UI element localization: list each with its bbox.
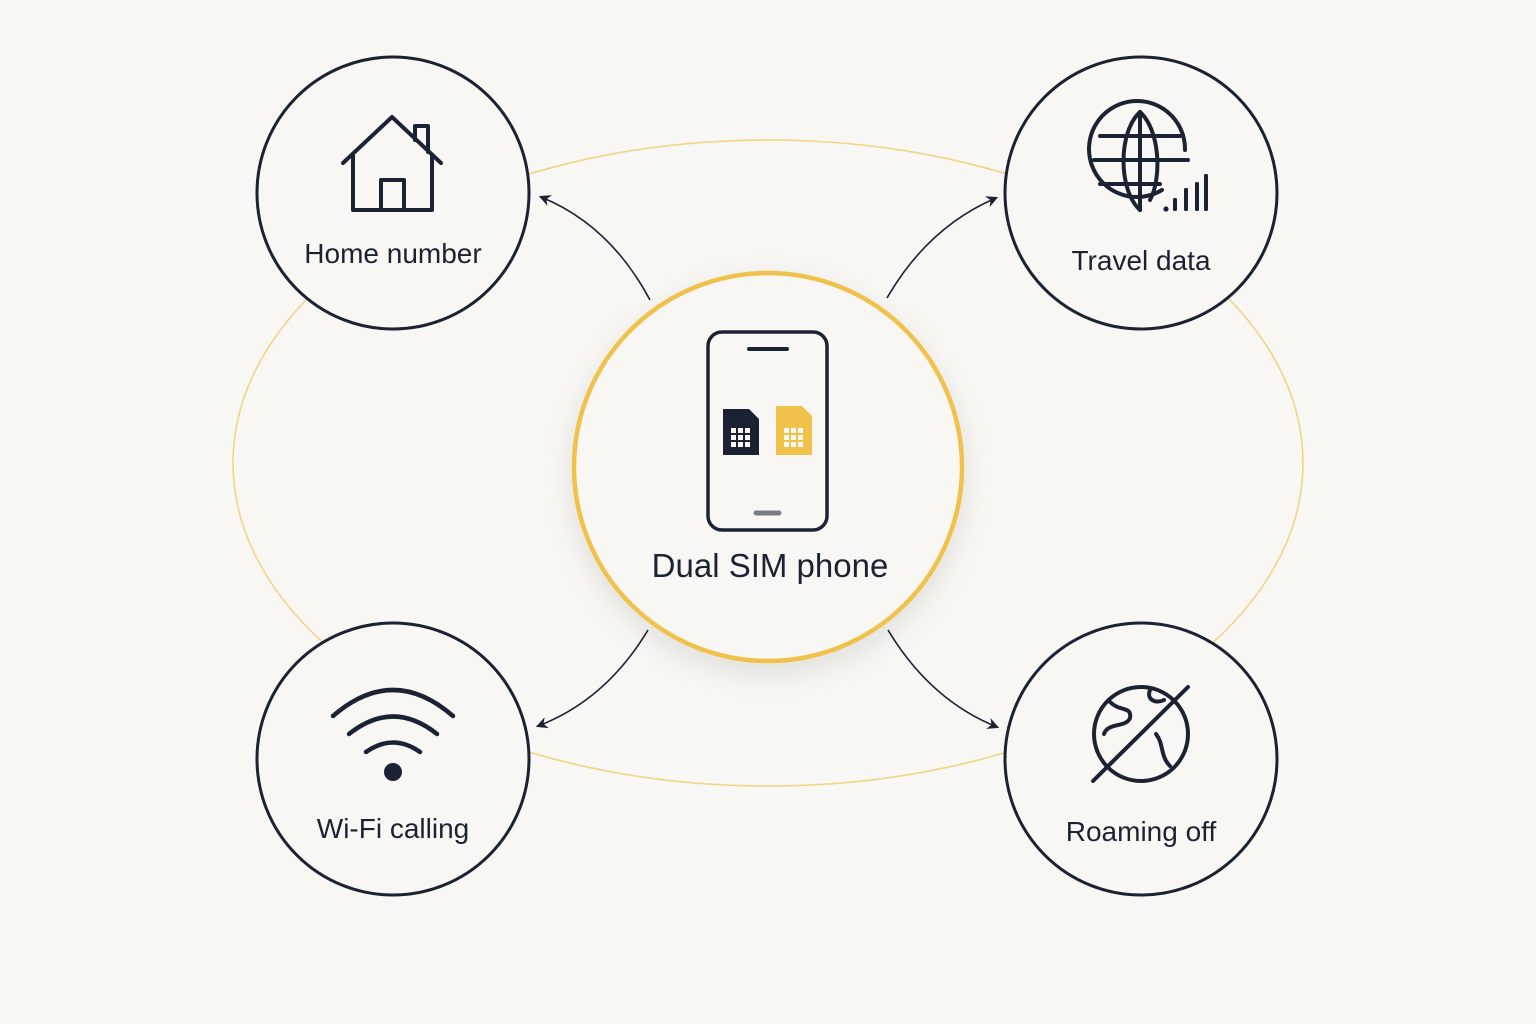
center-node: Dual SIM phone (571, 270, 965, 664)
node-home-circle (255, 55, 531, 331)
node-wifi-label: Wi-Fi calling (317, 813, 469, 844)
connectors (535, 195, 1000, 729)
sim-card-yellow-icon (776, 406, 812, 455)
node-roaming-circle (1003, 621, 1279, 897)
node-home-number: Home number (255, 55, 531, 331)
sim-card-dark-icon (723, 409, 759, 455)
arrow-to-wifi (535, 629, 649, 729)
globe-signal-icon (1087, 99, 1208, 212)
node-home-label: Home number (304, 238, 481, 269)
house-icon (341, 115, 443, 212)
phone-icon (706, 330, 829, 532)
globe-crossed-icon (1091, 685, 1190, 783)
node-wifi-calling: Wi-Fi calling (255, 621, 531, 897)
arrow-to-travel (886, 196, 999, 299)
arrow-to-home (538, 195, 651, 301)
arrow-to-roaming (887, 629, 1000, 729)
orbit-ring (232, 139, 1304, 787)
node-travel-label: Travel data (1071, 245, 1210, 276)
center-label: Dual SIM phone (652, 547, 889, 584)
node-roaming-label: Roaming off (1066, 816, 1217, 847)
node-travel-data: Travel data (1003, 55, 1279, 331)
node-wifi-circle (255, 621, 531, 897)
node-roaming-off: Roaming off (1003, 621, 1279, 897)
wifi-icon (330, 687, 456, 781)
